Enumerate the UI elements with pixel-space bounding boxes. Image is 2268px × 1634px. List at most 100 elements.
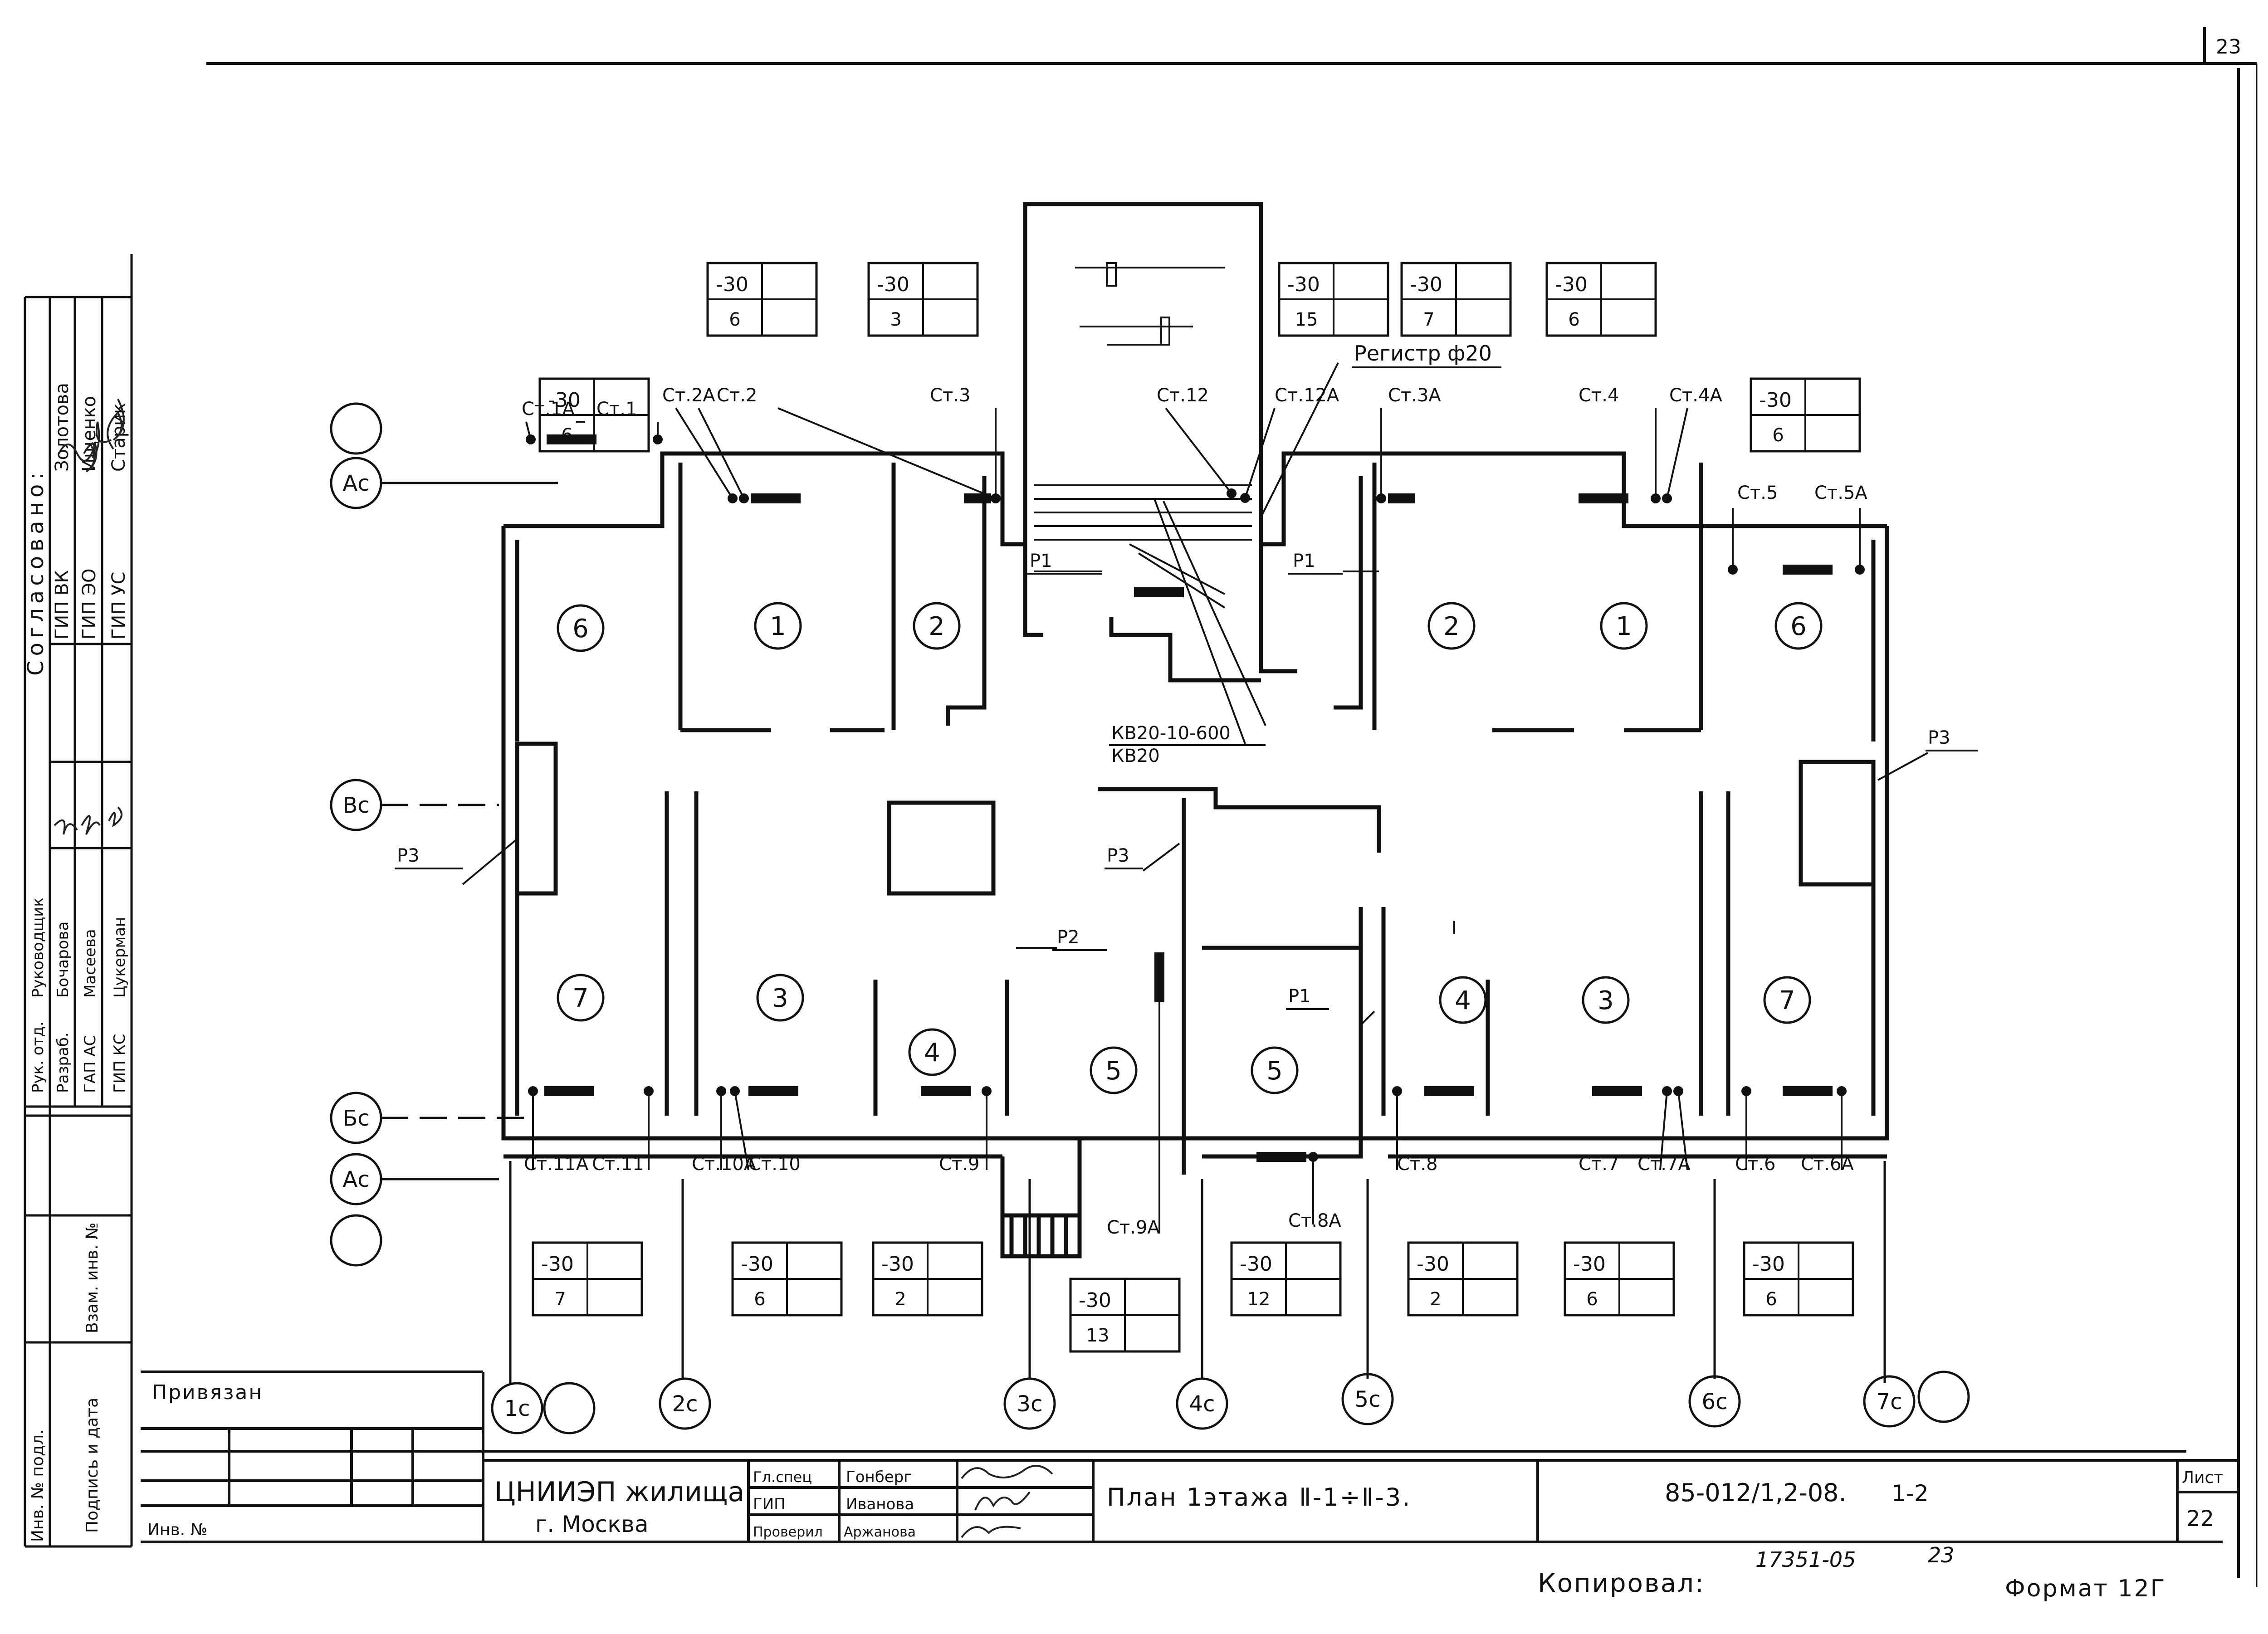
bottom-temp-value-8: -30 [1752, 1253, 1785, 1276]
top-temp-value-3: -30 [1287, 273, 1320, 296]
pipe-label-p3-right: Р3 [1928, 727, 1950, 748]
author-name-1: Руководщик [29, 897, 47, 998]
riser-label-9: Ст.4 [1579, 385, 1619, 406]
window-temperature-boxes: -306-303-3015-307-306-306-306-307-306-30… [532, 262, 1861, 1353]
room-number-8: 3 [772, 984, 788, 1013]
room-number-13: 3 [1598, 986, 1614, 1015]
pipe-label-p1-lower: Р1 [1288, 986, 1311, 1007]
top-temp-value-4: -30 [1410, 273, 1442, 296]
room-circles [557, 602, 1823, 1094]
agreed-title: Согласовано: [23, 468, 49, 676]
bottom-temp-count-8: 6 [1765, 1289, 1777, 1310]
agreed-role-2: ГИП ЭО [79, 568, 100, 639]
riser-label-23: Ст.6 [1735, 1154, 1775, 1175]
left-stamp-text: Согласовано: ГИП ВК Золотова ГИП ЭО Ищен… [23, 383, 129, 1542]
room-number-1: 6 [572, 614, 589, 644]
riser-label-19: Ст.8А [1288, 1210, 1341, 1231]
riser-label-8: Ст.3А [1388, 385, 1441, 406]
riser-label-14: Ст.11 [592, 1154, 644, 1175]
top-temp-count-3: 15 [1295, 309, 1318, 330]
top-temp-count-7: 6 [1772, 425, 1784, 446]
stamp-col-signature: Подпись и дата [83, 1398, 102, 1533]
riser-label-11: Ст.5 [1737, 483, 1778, 503]
riser-label-12: Ст.5А [1814, 483, 1867, 503]
format-label: Формат 12Г [2005, 1575, 2166, 1602]
bottom-temp-count-7: 6 [1586, 1289, 1598, 1310]
bottom-temp-value-4: -30 [1079, 1289, 1111, 1312]
radiators [544, 434, 1833, 1162]
top-temp-count-4: 7 [1423, 309, 1434, 330]
room-number-5: 2 [1443, 612, 1460, 641]
room-number-12: 4 [1455, 986, 1471, 1015]
bottom-temp-value-2: -30 [741, 1253, 773, 1276]
room-number-6: 6 [1790, 612, 1807, 641]
sheet-label: Лист [2182, 1468, 2223, 1487]
top-temp-value-1: -30 [716, 273, 748, 296]
top-temp-count-1: 6 [729, 309, 740, 330]
riser-label-3: Ст.2А [662, 385, 715, 406]
bottom-temp-value-7: -30 [1573, 1253, 1606, 1276]
top-temp-value-5: -30 [1555, 273, 1588, 296]
riser-label-5: Ст.3 [930, 385, 970, 406]
agreed-role-1: ГИП ВК [52, 570, 73, 639]
author-role-4: ГИП КС [111, 1034, 129, 1093]
bottom-temp-count-5: 12 [1247, 1289, 1271, 1310]
bottom-temp-count-3: 2 [894, 1289, 906, 1310]
left-approval-stamp [24, 254, 133, 1548]
riser-label-6: Ст.12 [1157, 385, 1209, 406]
bottom-temp-count-6: 2 [1430, 1289, 1441, 1310]
author-name-2: Бочарова [54, 922, 72, 998]
room-number-10: 5 [1105, 1056, 1122, 1086]
riser-leaders [462, 362, 1928, 1234]
riser-label-21: Ст.7 [1579, 1154, 1619, 1175]
room-number-11: 5 [1266, 1056, 1283, 1086]
axis-col-label-3: 3с [1017, 1391, 1043, 1417]
bottom-temp-count-1: 7 [554, 1289, 566, 1310]
organization-city: г. Москва [535, 1511, 649, 1537]
room-number-3: 2 [929, 612, 945, 641]
title-block [141, 1371, 2239, 1543]
bound-label: Привязан [152, 1381, 263, 1404]
author-role-1: Рук. отд. [29, 1021, 47, 1093]
riser-label-1: Ст.1А [522, 399, 575, 419]
pipe-labels: Р1 Р1 Р1 Р2 Р3 Р3 Р3 Регистр ф20 КВ20-10… [397, 341, 1950, 1007]
column-axis-labels: 1с 2с 3с 4с 5с 6с 7с [504, 1387, 1902, 1421]
bottom-temp-value-3: -30 [881, 1253, 914, 1276]
stamp-col-inv-orig: Инв. № подл. [29, 1429, 47, 1542]
riser-label-17: Ст.9 [939, 1154, 979, 1175]
document-code: 85-012/1,2-08. [1665, 1478, 1847, 1507]
room-numbers: 6 1 2 1 2 6 7 3 4 5 5 4 3 7 [572, 612, 1807, 1086]
riser-label-4: Ст.2 [717, 385, 757, 406]
sheet-number: 22 [2186, 1506, 2214, 1532]
pipe-label-kv-1: КВ20-10-600 [1111, 723, 1231, 744]
pipe-label-p3-mid: Р3 [1107, 845, 1129, 866]
axis-row-label-2: Вс [342, 793, 369, 818]
axis-col-label-5: 5с [1355, 1387, 1381, 1412]
pipe-label-kv-2: КВ20 [1111, 746, 1160, 766]
author-role-2: Разраб. [54, 1032, 72, 1093]
title-signatures [961, 1465, 1053, 1538]
riser-label-2: Ст.1 [596, 399, 637, 419]
top-temp-value-7: -30 [1759, 389, 1792, 412]
bottom-temp-count-2: 6 [754, 1289, 765, 1310]
signature-role-1: Гл.спец [753, 1468, 812, 1486]
top-temp-count-2: 3 [890, 309, 901, 330]
signature-role-3: Проверил [753, 1524, 823, 1540]
copy-page: 23 [1928, 1543, 1955, 1567]
stamp-col-replace-inv: Взам. инв. № [83, 1223, 102, 1333]
pipe-label-p3-left: Р3 [397, 845, 420, 866]
axis-col-label-1: 1с [504, 1396, 530, 1421]
bottom-temp-value-6: -30 [1417, 1253, 1449, 1276]
title-block-text: Привязан Инв. № ЦНИИЭП жилища г. Москва … [147, 1381, 2223, 1602]
bottom-temp-value-5: -30 [1240, 1253, 1272, 1276]
riser-label-15: Ст.10А [692, 1154, 757, 1175]
signature-name-1: Гонберг [846, 1468, 912, 1486]
riser-label-22: Ст.7А [1637, 1154, 1691, 1175]
author-name-3: Масеева [81, 929, 99, 998]
inv-label: Инв. № [147, 1521, 207, 1539]
riser-labels: Ст.1А Ст.1 Ст.2А Ст.2 Ст.3 Ст.12 Ст.12А … [522, 385, 1867, 1238]
author-role-3: ГАП АС [81, 1035, 99, 1093]
riser-label-20: Ст.8 [1397, 1154, 1437, 1175]
room-number-4: 1 [1616, 612, 1632, 641]
